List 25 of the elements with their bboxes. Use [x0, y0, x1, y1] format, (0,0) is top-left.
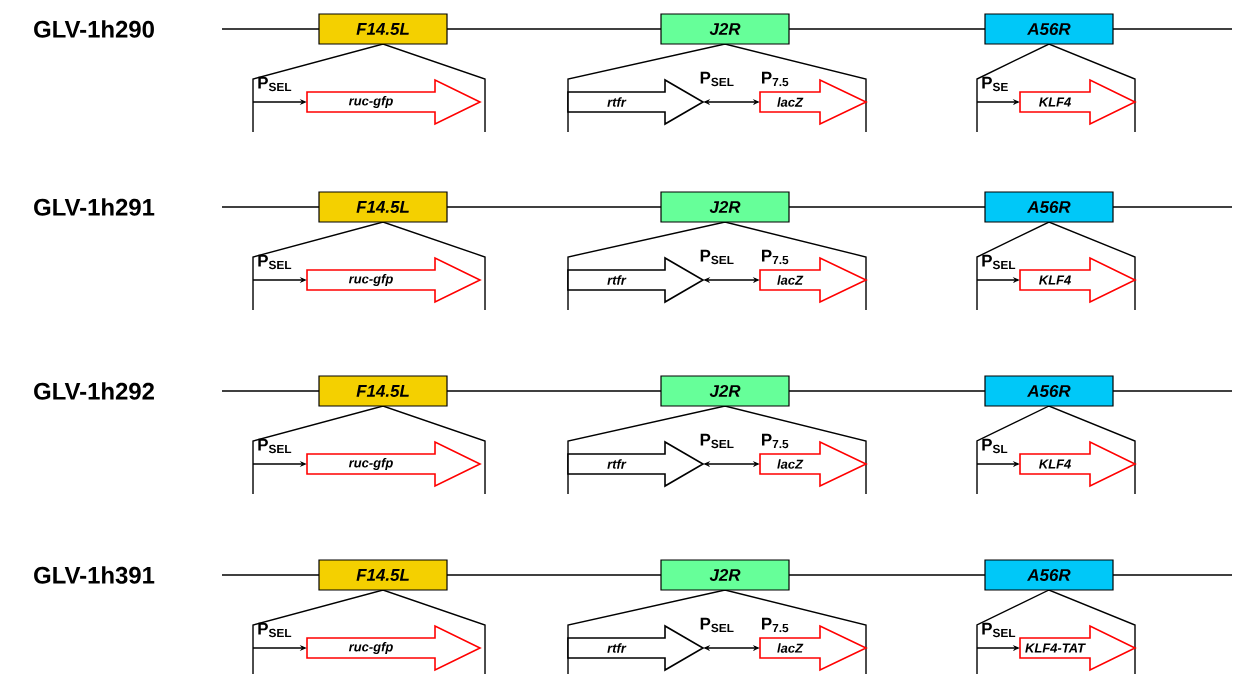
promoter-label: P$_{SL}$	[982, 438, 1008, 454]
construct-name: GLV-1h291	[34, 198, 155, 216]
node-label: rtfr	[607, 643, 627, 653]
locus-box: A56R	[984, 191, 1114, 223]
promoter-label: P$_{SEL}$	[258, 76, 292, 92]
promoter-label: P$_{SEL}$	[258, 254, 292, 270]
construct-name: GLV-1h292	[34, 382, 154, 400]
promoter-label: P$_{SEL}$	[982, 622, 1016, 638]
locus-box: J2R	[660, 559, 790, 591]
construct-name: GLV-1h290	[34, 20, 154, 38]
promoter-label: P$_{SEL}$	[982, 254, 1016, 270]
promoter-label: P$_{SEL}$	[258, 622, 292, 638]
locus-box: F14.5L	[318, 191, 448, 223]
construct-name: GLV-1h391	[34, 566, 155, 584]
locus-box: A56R	[984, 375, 1114, 407]
locus-box: F14.5L	[318, 559, 448, 591]
locus-box: J2R	[660, 191, 790, 223]
locus-box: J2R	[660, 13, 790, 45]
locus-box: F14.5L	[318, 375, 448, 407]
locus-box: A56R	[984, 13, 1114, 45]
locus-box: A56R	[984, 559, 1114, 591]
promoter-label: P$_{SEL}$	[258, 438, 292, 454]
locus-box: J2R	[660, 375, 790, 407]
locus-box: F14.5L	[318, 13, 448, 45]
promoter-label: P$_{SE}$	[982, 76, 1008, 92]
